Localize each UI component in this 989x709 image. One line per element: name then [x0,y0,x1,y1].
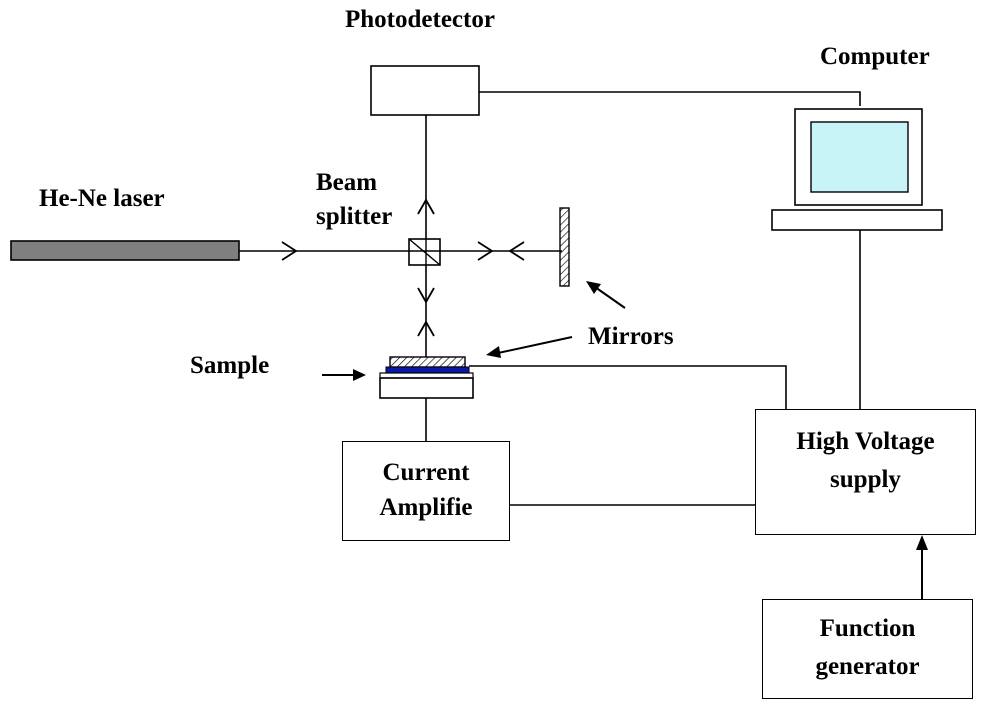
beam-arrow-right-1 [281,241,298,261]
sample-label: Sample [190,352,270,379]
photodetector-label: Photodetector [345,6,495,33]
current-amplifier-label-line2: Amplifie [379,494,473,521]
current-amplifier-label-line1: Current [382,459,470,486]
laser-body [10,240,240,261]
computer-label: Computer [820,43,930,70]
sample-pointer-arrowhead [353,369,366,381]
function-generator-label-line1: Function [819,615,916,642]
laser-label: He-Ne laser [39,185,165,212]
sample-hv-cable [469,365,787,409]
function-generator-hv-arrowhead [916,535,928,550]
computer-screen [810,121,909,193]
mirrors-pointer-arrow-2 [497,336,573,354]
photodetector-computer-cable [479,91,861,106]
beam-arrow-left-return [508,241,525,261]
photodetector-box [370,65,480,116]
beam-splitter-label-line1: Beam [316,169,378,196]
sample-mirror-layer [389,356,466,368]
mirrors-label: Mirrors [588,323,674,350]
function-generator-label-line2: generator [815,653,920,680]
reference-mirror [559,207,570,287]
mirrors-pointer-arrowhead-1 [586,281,601,294]
high-voltage-supply-box [755,409,976,535]
mirrors-pointer-arrow-1 [594,286,626,309]
current-amplifier-box [342,441,510,541]
beam-splitter-diagonal [408,238,441,266]
hv-supply-label-line2: supply [830,466,901,493]
beam-arrow-down-to-sample [417,287,435,304]
sample-layer [385,366,470,374]
function-generator-box [762,599,973,699]
mirrors-pointer-arrowhead-2 [486,346,501,358]
hv-supply-label-line1: High Voltage [796,428,935,455]
beam-arrow-up-to-detector [417,198,435,215]
beam-splitter-label-line2: splitter [316,203,393,230]
computer-keyboard-base [771,209,943,231]
sample-stage [379,377,474,399]
beam-arrow-right-2 [477,241,494,261]
beam-arrow-up-from-sample [417,320,435,337]
